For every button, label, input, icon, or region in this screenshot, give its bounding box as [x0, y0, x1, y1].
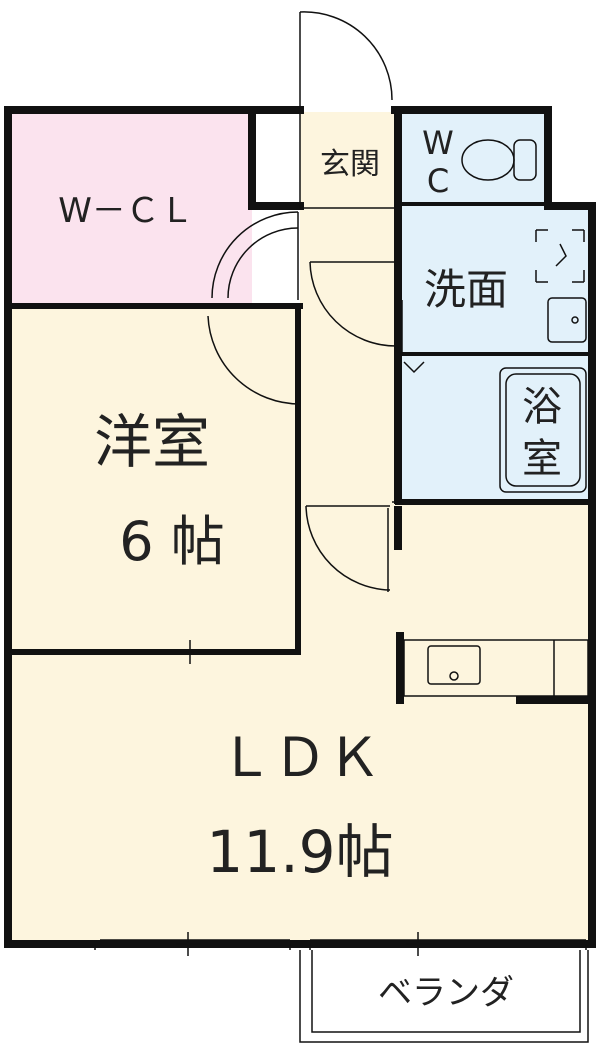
youshitsu-label: 洋室 — [94, 408, 210, 476]
bathtub-icon — [499, 367, 587, 493]
washing-machine-icon — [535, 229, 585, 283]
fixtures — [176, 139, 589, 956]
room-wc — [400, 112, 545, 202]
ldk-label: ＬＤＫ — [219, 726, 381, 789]
kitchen-counter-icon — [403, 639, 589, 697]
room-wcl — [8, 112, 252, 304]
room-hallway — [300, 202, 398, 512]
wc-label-top: W — [422, 124, 454, 162]
toilet-icon — [461, 139, 537, 181]
walls — [4, 106, 596, 948]
bath-label-bottom: 室 — [522, 436, 562, 482]
room-genkan — [300, 112, 398, 202]
wcl-label: W－ＣＬ — [58, 191, 194, 231]
wash-basin-icon — [547, 297, 587, 343]
doors — [207, 11, 397, 592]
room-bath — [400, 354, 590, 502]
genkan-label: 玄関 — [320, 147, 380, 182]
room-senmen — [400, 206, 590, 354]
wc-label-bottom: C — [427, 162, 449, 200]
bath-label-top: 浴 — [522, 384, 562, 430]
veranda-label: ベランダ — [378, 973, 514, 1013]
youshitsu-size-label: 6 帖 — [119, 510, 225, 573]
room-veranda — [302, 946, 586, 1042]
ldk-size-label: 11.9帖 — [206, 818, 393, 886]
window-marks — [176, 640, 430, 956]
senmen-label: 洗面 — [424, 265, 508, 314]
drain-icon — [403, 361, 425, 374]
